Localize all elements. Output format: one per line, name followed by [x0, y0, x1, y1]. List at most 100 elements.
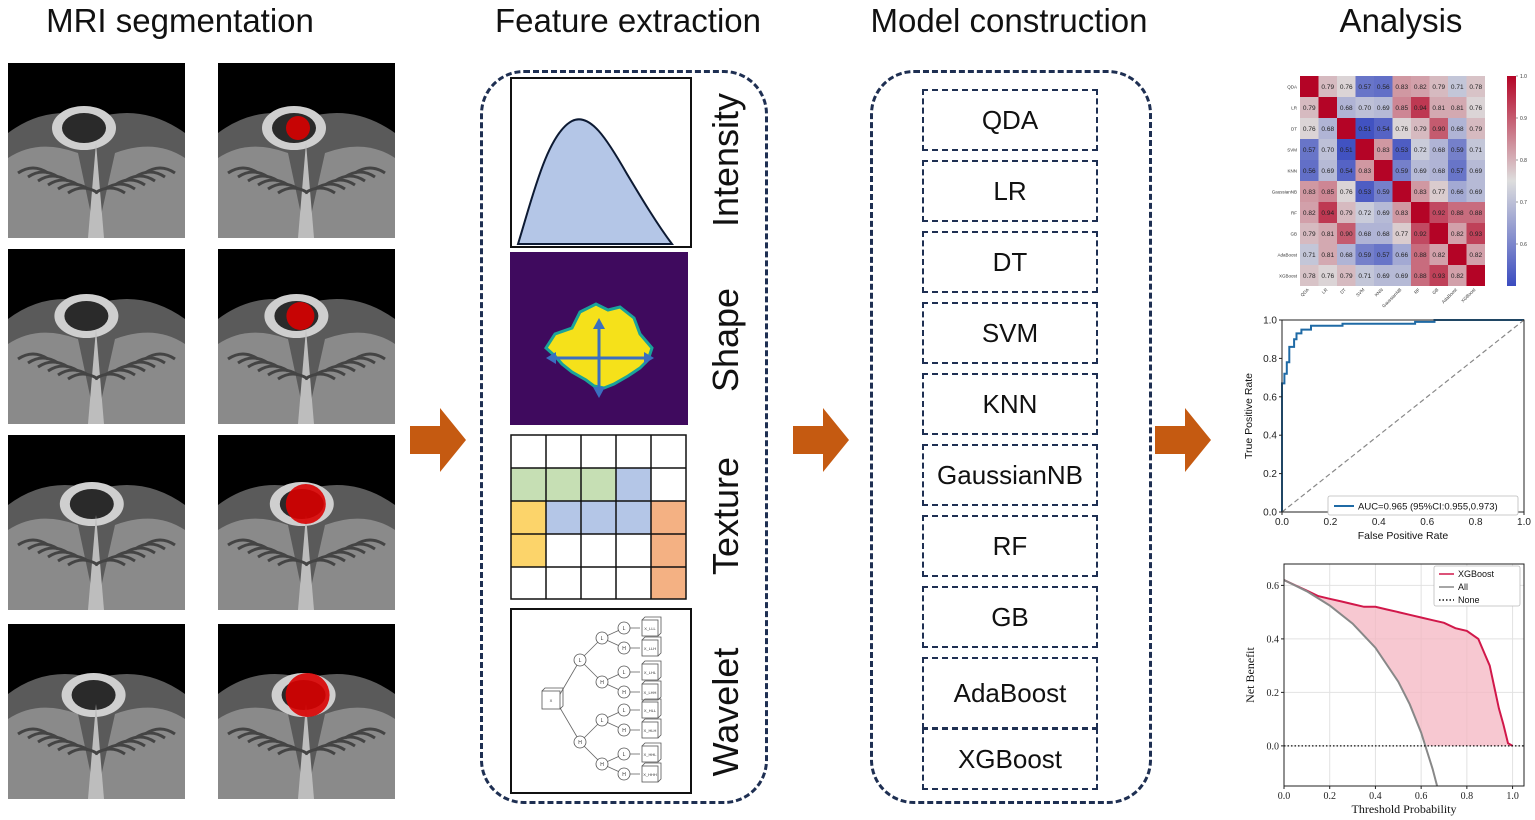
x-tick-label: 0.2	[1323, 791, 1336, 802]
heatmap-cell-label: 0.59	[1451, 147, 1464, 154]
heatmap-cell-label: 0.79	[1432, 84, 1445, 91]
heatmap-cell-label: 0.57	[1303, 147, 1316, 154]
heatmap-cell-label: 0.68	[1451, 126, 1464, 133]
heatmap-cell	[1466, 160, 1485, 181]
heatmap-cell	[1448, 160, 1467, 181]
heatmap-cell	[1337, 265, 1356, 286]
wavelet-filter-node	[595, 713, 609, 727]
heatmap-cell-label: 0.79	[1340, 210, 1353, 217]
y-tick-label: 0.8	[1263, 354, 1277, 365]
wavelet-filter-node	[617, 685, 631, 699]
heatmap-col-label: DT	[1339, 287, 1347, 295]
heatmap-cell-label: 0.70	[1358, 105, 1371, 112]
right-arrow-icon	[410, 408, 466, 472]
heatmap-cell	[1300, 181, 1319, 202]
series-line-0	[1281, 319, 1524, 512]
x-tick-label: 0.0	[1275, 517, 1289, 528]
heatmap-cell-label: 0.83	[1358, 168, 1371, 175]
mri-slice	[8, 435, 185, 610]
heatmap-cell	[1429, 118, 1448, 139]
net-benefit-area	[1284, 580, 1513, 746]
feature-label-wavelet: Wavelet	[705, 647, 746, 777]
heatmap-row-label: LR	[1291, 106, 1298, 111]
heatmap-cell	[1411, 76, 1430, 97]
heatmap-cell	[1300, 265, 1319, 286]
heatmap-cell	[1392, 97, 1411, 118]
heatmap-cell-label: 0.92	[1432, 210, 1445, 217]
plot-frame	[1283, 563, 1525, 787]
heatmap-cell	[1411, 223, 1430, 244]
mri-slice	[8, 249, 185, 424]
heatmap-cell	[1448, 223, 1467, 244]
heatmap-cell	[1429, 265, 1448, 286]
heatmap-cell	[1429, 139, 1448, 160]
heatmap-cell	[1429, 223, 1448, 244]
svg-text:H: H	[622, 728, 626, 734]
heatmap-cell	[1300, 223, 1319, 244]
heatmap-cell-label: 0.56	[1303, 168, 1316, 175]
heatmap-cell-label: 0.51	[1340, 147, 1353, 154]
wavelet-filter-node	[617, 641, 631, 655]
heatmap-cell	[1318, 160, 1337, 181]
heatmap-cell-label: 0.83	[1303, 189, 1316, 196]
heatmap-row-label: RF	[1291, 211, 1297, 216]
heatmap-cell	[1411, 139, 1430, 160]
dca-legend-label: All	[1458, 582, 1468, 592]
mri-segmentation-title: MRI segmentation	[46, 2, 314, 39]
heatmap-cell-label: 0.83	[1395, 84, 1408, 91]
heatmap-cell	[1300, 160, 1319, 181]
heatmap-cell-label: 0.78	[1469, 84, 1482, 91]
heatmap-cell-label: 0.53	[1358, 189, 1371, 196]
heatmap-cell-label: 0.54	[1377, 126, 1390, 133]
heatmap-cell	[1429, 76, 1448, 97]
heatmap-cell-label: 0.94	[1321, 210, 1334, 217]
heatmap-cell	[1392, 76, 1411, 97]
heatmap-cell	[1429, 202, 1448, 223]
model-lr: LR	[922, 160, 1098, 222]
heatmap-cell	[1392, 139, 1411, 160]
model-qda: QDA	[922, 89, 1098, 151]
y-tick-label: 0.4	[1263, 431, 1277, 442]
svg-text:L: L	[601, 718, 604, 724]
heatmap-cell	[1466, 97, 1485, 118]
wavelet-output-box	[641, 619, 659, 637]
heatmap-cell	[1374, 223, 1393, 244]
heatmap-cell	[1300, 244, 1319, 265]
heatmap-cell-label: 0.83	[1414, 189, 1427, 196]
heatmap-cell-label: 0.69	[1321, 168, 1334, 175]
roc-legend	[1327, 495, 1519, 516]
series-line-1	[1281, 319, 1525, 513]
heatmap-cell-label: 0.76	[1395, 126, 1408, 133]
y-tick-label: 0.2	[1263, 469, 1277, 480]
heatmap-col-label: LR	[1321, 287, 1329, 295]
x-tick-label: 0.8	[1469, 517, 1483, 528]
right-arrow-icon	[793, 408, 849, 472]
heatmap-cell	[1448, 244, 1467, 265]
heatmap-cell-label: 0.79	[1340, 273, 1353, 280]
feature-label-intensity: Intensity	[705, 92, 746, 228]
heatmap-cell-label: 0.83	[1395, 210, 1408, 217]
heatmap-cell	[1300, 118, 1319, 139]
heatmap-cell	[1337, 76, 1356, 97]
x-tick-label: 0.4	[1369, 791, 1382, 802]
y-axis-label: Net Benefit	[1243, 647, 1257, 703]
heatmap-cell-label: 0.54	[1340, 168, 1353, 175]
svg-text:L: L	[623, 670, 626, 676]
heatmap-cell-label: 0.88	[1414, 252, 1427, 259]
svg-text:H: H	[622, 646, 626, 652]
heatmap-cell-label: 0.88	[1451, 210, 1464, 217]
heatmap-cell-label: 0.68	[1432, 147, 1445, 154]
heatmap-cell	[1392, 202, 1411, 223]
heatmap-col-label: GaussianNB	[1381, 287, 1402, 308]
svg-text:L: L	[623, 752, 626, 758]
heatmap-cell-label: 0.69	[1377, 105, 1390, 112]
heatmap-cell	[1466, 265, 1485, 286]
wavelet-output-box	[641, 683, 659, 701]
heatmap-cell-label: 0.90	[1432, 126, 1445, 133]
heatmap-row-label: GB	[1290, 232, 1297, 237]
heatmap-cell	[1374, 202, 1393, 223]
heatmap-cell-label: 0.77	[1395, 231, 1408, 238]
